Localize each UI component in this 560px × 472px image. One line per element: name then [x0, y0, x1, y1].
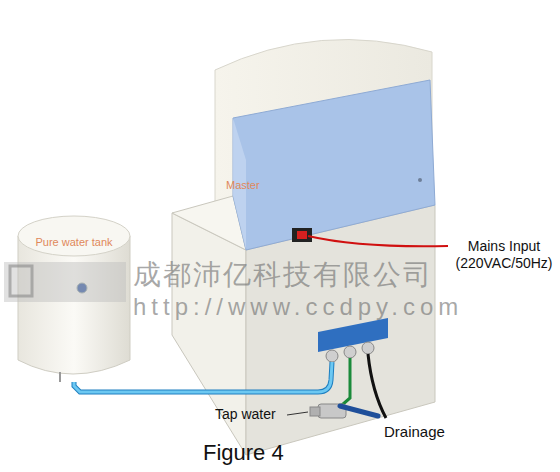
power-switch — [292, 228, 312, 242]
tank-foot — [59, 372, 61, 382]
tap-water-label: Tap water — [215, 406, 276, 423]
tube-fitting — [326, 350, 338, 362]
drainage-label: Drainage — [384, 423, 445, 441]
watermark-logo-mark — [10, 266, 32, 296]
drainage-line — [368, 354, 386, 418]
tube-connector — [74, 382, 172, 392]
switch-rocker — [297, 231, 307, 239]
node-label: Master — [226, 179, 260, 191]
power-input-label: Mains Input (220VAC/50Hz) — [452, 238, 556, 272]
valve-handle — [340, 406, 378, 416]
tube-fitting — [344, 346, 356, 358]
pure-water-tube — [172, 362, 332, 392]
tap-water-line — [342, 358, 350, 405]
valve-inlet — [310, 407, 320, 416]
leader-line — [287, 412, 308, 415]
node-label: Pure water tank — [35, 236, 112, 248]
tube-outline — [74, 382, 172, 392]
tank-top — [18, 216, 130, 256]
figure-caption: Figure 4 — [203, 440, 284, 466]
pure-water-tube — [74, 382, 172, 392]
watermark-company: 成都沛亿科技有限公司 — [133, 258, 433, 292]
watermark-url: http://www.ccdpy.com — [133, 293, 463, 322]
tube-outline — [172, 362, 332, 392]
panel-screw — [418, 178, 422, 182]
master-node: Master — [172, 35, 436, 455]
tube-fitting — [362, 342, 374, 354]
blue-panel — [233, 80, 435, 250]
tank-node: Pure water tank — [18, 216, 130, 382]
mains-wire — [308, 236, 448, 246]
tank-body — [18, 236, 130, 374]
watermark-logo — [4, 262, 126, 302]
